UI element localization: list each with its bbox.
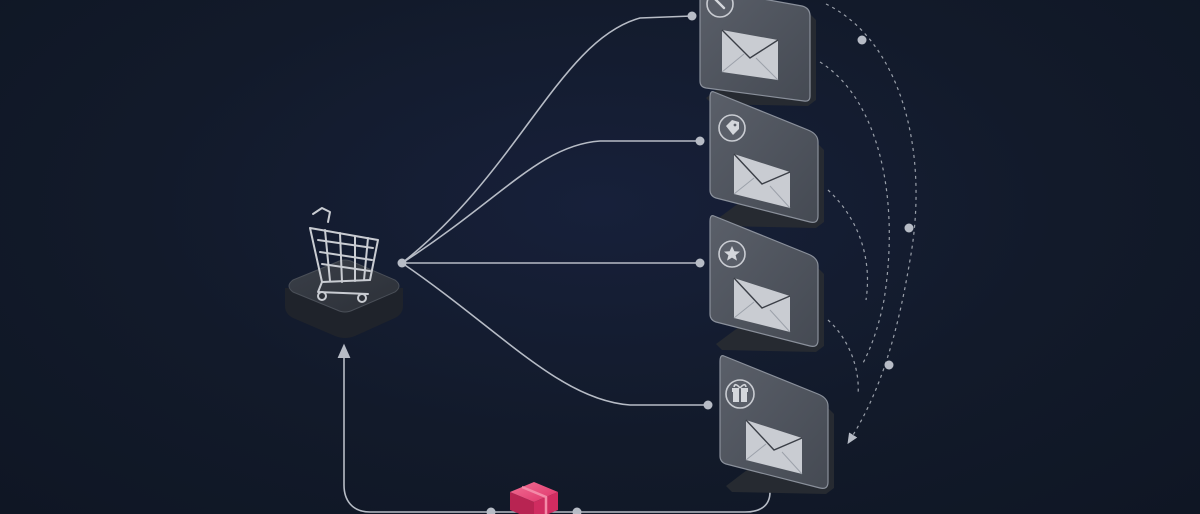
dashed-arc-3 [827, 319, 859, 396]
shopping-cart-icon [309, 207, 379, 303]
envelope-icon [733, 277, 791, 333]
connector-email-1 [401, 15, 693, 264]
envelope-icon [733, 153, 791, 209]
tag-icon [718, 114, 746, 142]
envelope-icon [721, 29, 779, 81]
email-1-dot [687, 11, 697, 21]
email-2-dot [695, 136, 705, 146]
email-card-2[interactable] [709, 91, 824, 228]
connector-dots [397, 11, 713, 410]
arc-dot-2 [904, 223, 914, 233]
hub-node [285, 207, 403, 338]
package-box-icon [510, 482, 558, 514]
hub-connectors [401, 15, 709, 406]
connector-email-2 [401, 140, 701, 264]
dashed-arcs [819, 3, 917, 445]
dashed-arc-1 [819, 61, 890, 366]
envelope-icon [745, 419, 803, 475]
email-3-dot [695, 258, 705, 268]
dashed-arc-dots [857, 35, 914, 370]
box-tape [521, 485, 548, 514]
dashed-arc-2 [827, 189, 869, 301]
return-dot-left [486, 507, 496, 514]
connector-email-4 [401, 262, 709, 406]
wrench-icon [706, 0, 734, 18]
box-left-face [510, 492, 534, 514]
outer-dashed-arc [825, 3, 917, 445]
arc-dot-3 [884, 360, 894, 370]
return-dots [486, 507, 582, 514]
card-face [719, 355, 829, 489]
return-path [337, 343, 771, 513]
card-face [709, 91, 819, 223]
return-dot-right [572, 507, 582, 514]
card-face [709, 215, 819, 347]
email-card-4[interactable] [719, 355, 834, 494]
arc-dot-1 [857, 35, 867, 45]
email-card-1[interactable] [699, 0, 816, 106]
star-icon [718, 240, 746, 268]
return-line [337, 343, 771, 513]
email-4-dot [703, 400, 713, 410]
gift-icon [725, 379, 755, 409]
hub-dot [397, 258, 407, 268]
email-card-3[interactable] [709, 215, 824, 352]
